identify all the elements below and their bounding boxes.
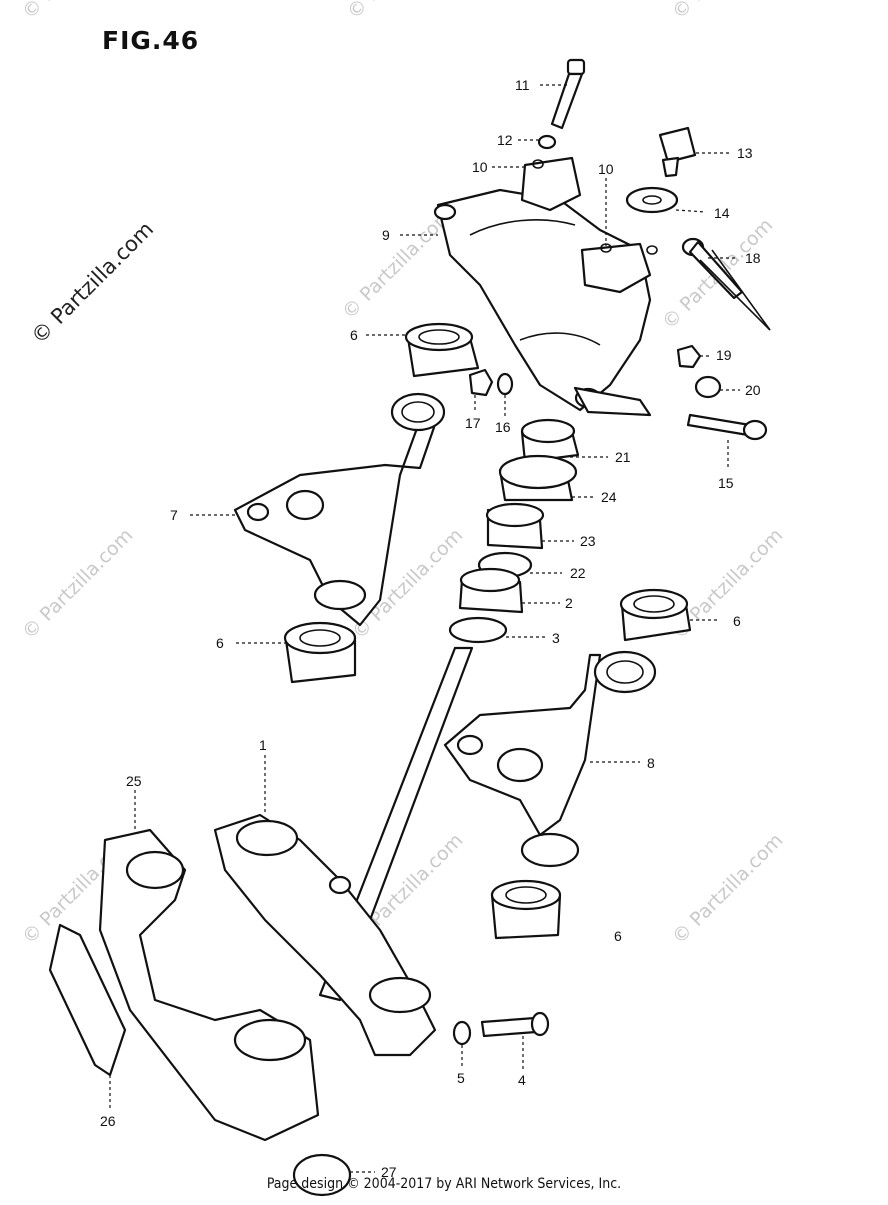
nut-20 — [694, 375, 722, 399]
callout-15: 15 — [718, 475, 734, 491]
callout-23: 23 — [580, 533, 596, 549]
cap-27 — [292, 1153, 352, 1197]
callout-22: 22 — [570, 565, 586, 581]
seal-3 — [448, 616, 508, 644]
callout-26: 26 — [100, 1113, 116, 1129]
washer-16 — [496, 372, 514, 396]
callout-6-lower: 6 — [614, 928, 622, 944]
callout-3: 3 — [552, 630, 560, 646]
callout-10-right: 10 — [598, 161, 614, 177]
callout-21: 21 — [615, 449, 631, 465]
rubber-bushing-6-lower — [490, 879, 562, 940]
bolt-18 — [681, 237, 771, 331]
callout-5: 5 — [457, 1070, 465, 1086]
callout-6-right: 6 — [733, 613, 741, 629]
rubber-bushing-6-right — [619, 588, 692, 642]
watermark-text: © Partzilla.com — [668, 829, 787, 948]
rubber-bushing-6-top — [404, 322, 480, 378]
callout-17: 17 — [465, 415, 481, 431]
bolt-4 — [480, 1011, 550, 1038]
watermark-text: © Partzilla.com — [668, 0, 787, 24]
callout-13: 13 — [737, 145, 753, 161]
callout-14: 14 — [714, 205, 730, 221]
watermark-text-strong: © Partzilla.com — [27, 217, 159, 349]
bolt-11 — [550, 58, 586, 130]
callout-labels: 11 12 13 10 10 14 9 18 6 19 20 17 16 15 … — [100, 77, 761, 1180]
figure-title: FIG.46 — [102, 26, 200, 55]
callout-2: 2 — [565, 595, 573, 611]
callout-27: 27 — [381, 1164, 397, 1180]
headlight-bracket-7 — [233, 392, 446, 627]
lower-bracket-25 — [98, 828, 320, 1142]
bolt-15 — [686, 413, 768, 441]
callout-6-left: 6 — [216, 635, 224, 651]
callout-18: 18 — [745, 250, 761, 266]
callout-9: 9 — [382, 227, 390, 243]
callout-4: 4 — [518, 1072, 526, 1088]
watermark-text: © Partzilla.com — [18, 524, 137, 643]
rubber-bushing-6-left — [283, 621, 357, 684]
callout-24: 24 — [601, 489, 617, 505]
watermark-text: © Partzilla.com — [338, 204, 457, 323]
nut-17 — [468, 368, 494, 397]
clamp-cap-10-right — [580, 242, 658, 294]
watermark-text: © Partzilla.com — [18, 0, 137, 24]
callout-16: 16 — [495, 419, 511, 435]
callout-1: 1 — [259, 737, 267, 753]
callout-7: 7 — [170, 507, 178, 523]
cap-13 — [658, 126, 697, 178]
upper-bracket-9 — [433, 188, 652, 417]
callout-20: 20 — [745, 382, 761, 398]
callout-11: 11 — [515, 77, 530, 93]
callout-10-left: 10 — [472, 159, 488, 175]
washer-5 — [452, 1020, 472, 1046]
page-footer: Page design © 2004-2017 by ARI Network S… — [266, 1176, 622, 1192]
callout-8: 8 — [647, 755, 655, 771]
steering-stem-1 — [213, 646, 474, 1057]
callout-19: 19 — [716, 347, 732, 363]
steering-stem-stack — [448, 418, 580, 644]
callout-12: 12 — [497, 132, 513, 148]
washer-12 — [537, 134, 557, 150]
callout-25: 25 — [126, 773, 142, 789]
nut-19 — [676, 344, 702, 369]
headlight-bracket-8 — [443, 650, 657, 868]
callout-6-top: 6 — [350, 327, 358, 343]
watermark-text: © Partzilla.com — [343, 0, 462, 24]
leader-lines — [109, 84, 740, 1173]
clamp-cap-10-left — [520, 156, 582, 212]
washer-14 — [625, 186, 679, 214]
